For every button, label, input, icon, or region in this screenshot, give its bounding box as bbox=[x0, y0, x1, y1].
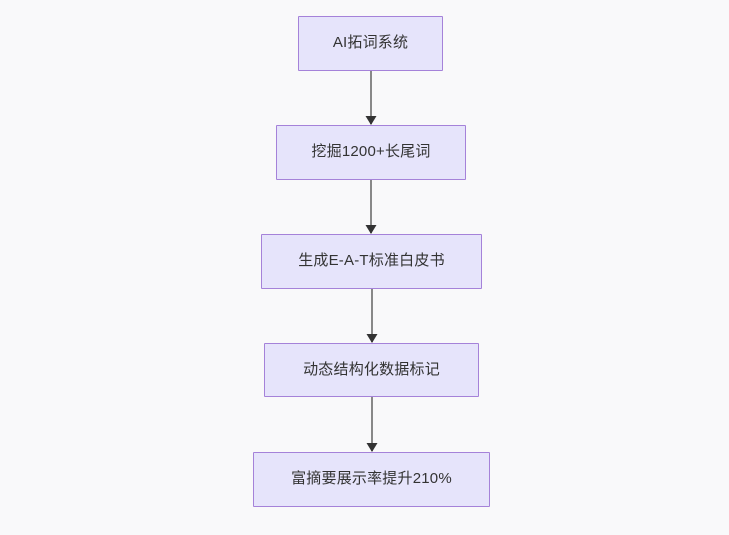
flow-node-label: 挖掘1200+长尾词 bbox=[311, 143, 431, 161]
flow-node-ai-keyword-system[interactable]: AI拓词系统 bbox=[298, 16, 443, 71]
flow-edge-n3-n4 bbox=[362, 289, 382, 343]
flow-node-generate-eat-whitepaper[interactable]: 生成E-A-T标准白皮书 bbox=[261, 234, 482, 289]
flow-node-dynamic-structured-data-markup[interactable]: 动态结构化数据标记 bbox=[264, 343, 479, 397]
flow-node-label: AI拓词系统 bbox=[332, 34, 409, 52]
flow-edge-n1-n2 bbox=[361, 71, 381, 125]
flow-edge-n4-n5 bbox=[362, 397, 382, 452]
arrow-down-icon bbox=[366, 334, 377, 343]
arrow-down-icon bbox=[365, 225, 377, 234]
flow-node-mine-longtail-keywords[interactable]: 挖掘1200+长尾词 bbox=[276, 125, 466, 180]
arrow-down-icon bbox=[366, 443, 377, 452]
flow-edge-n2-n3 bbox=[361, 180, 381, 234]
flow-node-label: 生成E-A-T标准白皮书 bbox=[298, 252, 445, 270]
arrow-down-icon bbox=[365, 116, 376, 125]
flow-node-label: 富摘要展示率提升210% bbox=[291, 470, 452, 488]
flow-node-rich-snippet-impression-lift[interactable]: 富摘要展示率提升210% bbox=[253, 452, 490, 507]
flow-node-label: 动态结构化数据标记 bbox=[303, 360, 440, 378]
